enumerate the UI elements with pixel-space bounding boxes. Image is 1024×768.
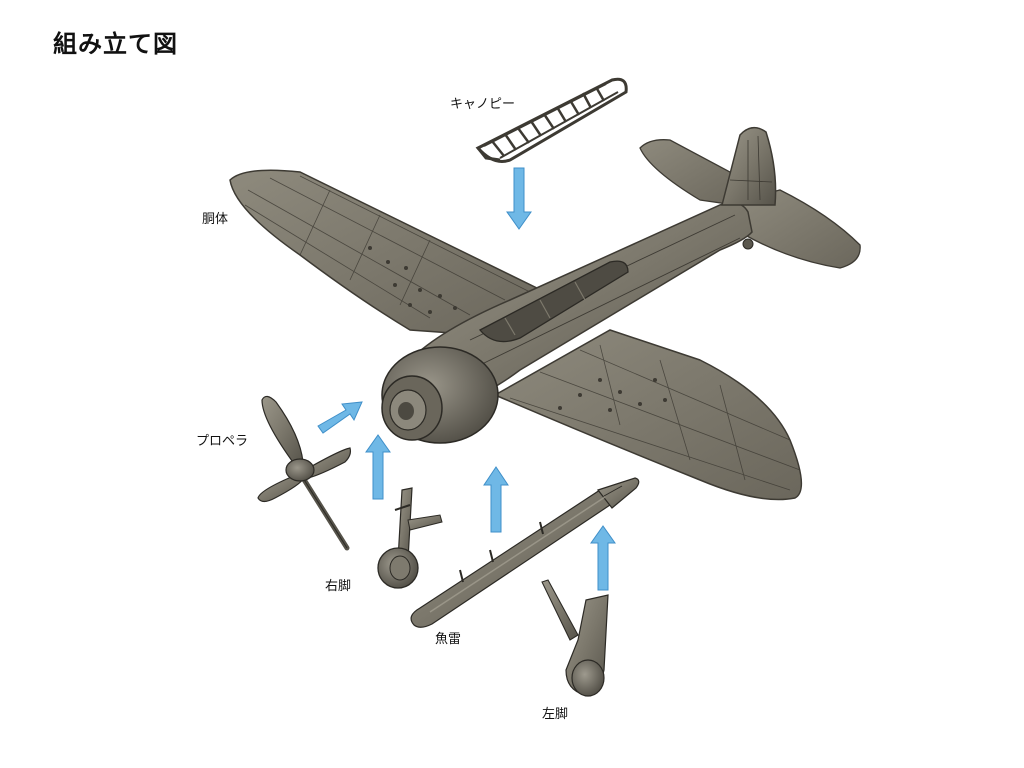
- right-leg-part: [377, 487, 443, 589]
- label-left-leg: 左脚: [542, 707, 569, 722]
- arrow-right-leg: [365, 434, 391, 500]
- left-leg-part: [541, 579, 609, 697]
- label-canopy: キャノピー: [450, 97, 516, 112]
- arrow-propeller: [317, 401, 363, 434]
- arrow-canopy: [506, 167, 532, 230]
- arrow-torpedo: [483, 466, 509, 533]
- canopy-part: [475, 77, 628, 163]
- label-right-leg: 右脚: [325, 579, 352, 594]
- fuselage-part: [229, 126, 861, 501]
- torpedo-part: [410, 477, 640, 628]
- arrow-left-leg: [590, 525, 616, 591]
- diagram-title: 組み立て図: [53, 30, 178, 58]
- propeller-part: [257, 395, 352, 551]
- label-propeller: プロペラ: [196, 434, 249, 449]
- label-torpedo: 魚雷: [435, 632, 462, 647]
- label-fuselage: 胴体: [202, 212, 229, 227]
